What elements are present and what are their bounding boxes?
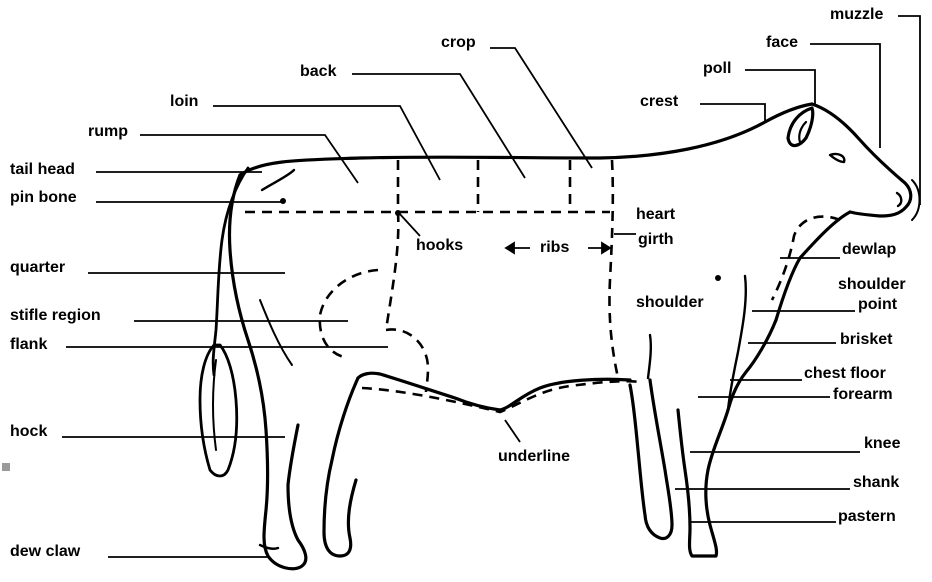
label-ribs: ribs <box>540 239 569 257</box>
label-shoulder-point-line2: point <box>858 296 897 314</box>
label-stifle-region: stifle region <box>10 307 101 325</box>
label-rump: rump <box>88 123 128 141</box>
label-girth: girth <box>638 231 674 249</box>
leader-crest <box>700 104 765 122</box>
label-loin: loin <box>170 93 198 111</box>
label-shoulder-point-line1: shoulder <box>838 276 906 294</box>
cow-rear-leg-near <box>324 378 358 556</box>
label-forearm: forearm <box>833 386 893 404</box>
cow-head <box>812 104 911 216</box>
label-poll: poll <box>703 60 731 78</box>
leader-hooks <box>398 212 420 236</box>
label-underline: underline <box>498 448 570 466</box>
ribs-arrowhead-right <box>602 243 610 253</box>
label-dewlap: dewlap <box>842 241 896 259</box>
cow-elbow-line <box>648 335 651 378</box>
leader-face <box>810 44 880 148</box>
dashed-stifle <box>320 270 378 358</box>
shoulder-dot <box>715 275 721 281</box>
cow-hip-curve <box>262 170 294 190</box>
label-quarter: quarter <box>10 259 65 277</box>
cow-front-leg-near <box>678 410 728 556</box>
label-back: back <box>300 63 336 81</box>
label-pin-bone: pin bone <box>10 189 77 207</box>
cow-quarter-curve <box>260 300 292 365</box>
cow-muzzle-outline <box>912 180 920 220</box>
cow-tail-switch <box>200 345 237 476</box>
cow-shoulder-line <box>728 276 746 410</box>
pin-bone-dot <box>280 198 286 204</box>
label-muzzle: muzzle <box>830 6 883 24</box>
label-hooks: hooks <box>416 237 463 255</box>
label-hock: hock <box>10 423 47 441</box>
leader-muzzle <box>898 16 920 205</box>
label-knee: knee <box>864 435 900 453</box>
label-tail-head: tail head <box>10 161 75 179</box>
cow-topline <box>240 104 812 175</box>
dashed-crop-right <box>609 160 618 378</box>
label-chest-floor: chest floor <box>804 365 886 383</box>
label-crest: crest <box>640 93 678 111</box>
label-crop: crop <box>441 34 476 52</box>
cow-front-leg-far <box>630 380 672 538</box>
dashed-underline <box>362 381 640 412</box>
cow-rear-leg-far <box>229 175 305 569</box>
leader-poll <box>745 70 815 104</box>
hooks-dot <box>395 210 401 216</box>
cow-nostril <box>897 193 901 206</box>
cow-eye <box>830 154 844 162</box>
label-flank: flank <box>10 336 47 354</box>
label-shank: shank <box>853 474 899 492</box>
label-dew-claw: dew claw <box>10 543 80 561</box>
label-face: face <box>766 34 798 52</box>
label-pastern: pastern <box>838 508 896 526</box>
label-heart: heart <box>636 206 675 224</box>
cow-dew-claw <box>260 545 278 549</box>
label-shoulder: shoulder <box>636 294 704 312</box>
dashed-ribs-left <box>386 212 398 330</box>
leader-back <box>352 74 525 178</box>
label-brisket: brisket <box>840 331 892 349</box>
leader-underline <box>505 420 520 442</box>
leader-crop <box>490 48 592 168</box>
ribs-arrowhead-left <box>506 243 514 253</box>
